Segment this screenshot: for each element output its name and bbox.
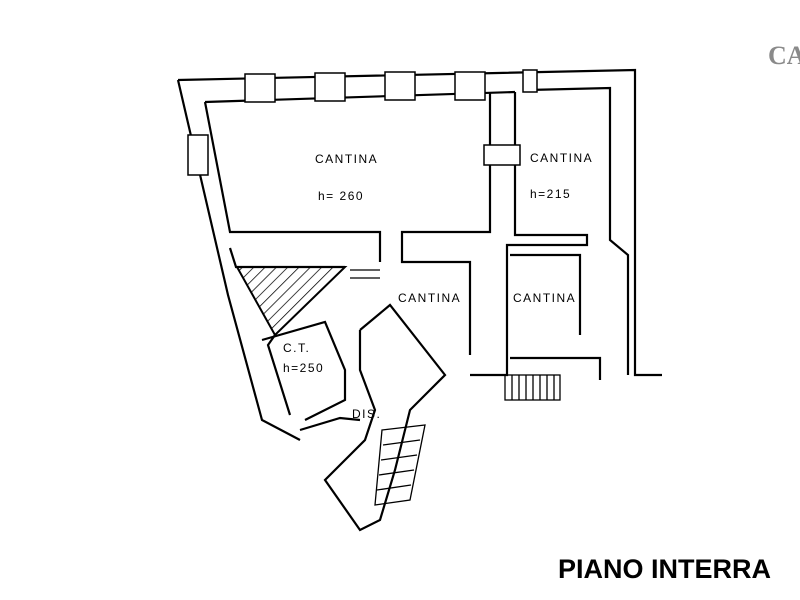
svg-text:CA: CA [768,41,800,70]
room-label: CANTINA [530,151,593,165]
room-labels: CANTINA h= 260 CANTINA h=215 CANTINA CAN… [283,151,593,421]
big-room-wall [203,101,382,262]
outer-wall-left [176,79,301,441]
corridor-wall [228,247,345,269]
corridor-dis-wall [323,303,447,532]
logo: CA [768,41,800,70]
room-height: h= 260 [318,189,364,203]
ct-room-wall [261,320,347,421]
ct-room-left [266,334,292,416]
center-wall [400,92,492,355]
hatched-area [235,266,348,337]
dis-wall [299,416,361,432]
outer-wall-top-right [177,68,662,377]
room-height: h=215 [530,187,571,201]
room-label: CANTINA [315,152,378,166]
room-label: CANTINA [398,291,461,305]
small-room-wall [510,253,582,335]
right-rooms-wall-a [470,92,589,377]
walls [176,68,662,532]
small-room-bottom [510,356,602,380]
room-label: DIS. [352,407,381,421]
room-label: CANTINA [513,291,576,305]
windows [187,69,538,176]
stairs [350,269,561,506]
room-height: h=250 [283,361,324,375]
right-room-wall [527,86,630,375]
floor-title: PIANO INTERRA [558,554,771,584]
room-label: C.T. [283,341,310,355]
